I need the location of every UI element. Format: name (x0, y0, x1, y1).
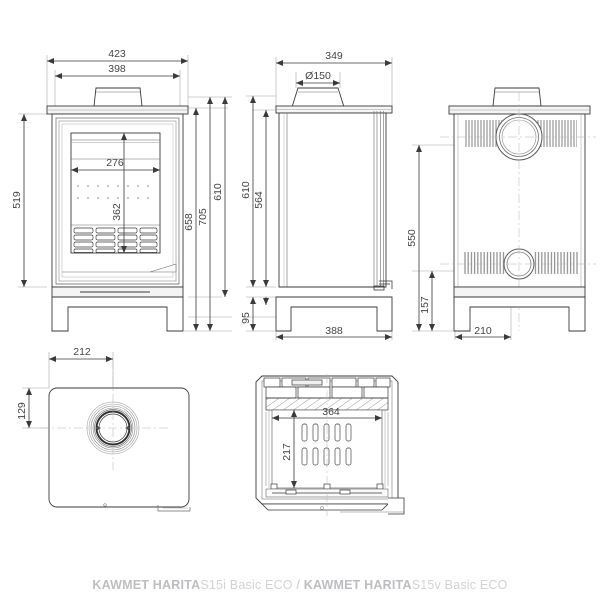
side-dim-388: 388 (276, 325, 392, 340)
dim-label-210: 210 (474, 325, 492, 337)
rear-dim-550: 550 (406, 145, 422, 331)
front-dim-519: 519 (11, 114, 27, 287)
side-dim-150: Ø150 (296, 70, 340, 86)
side-dim-610: 610 (240, 96, 256, 287)
dim-label-212: 212 (73, 346, 91, 358)
dim-label-95: 95 (240, 312, 252, 324)
top-dim-212: 212 (49, 346, 113, 362)
dim-label-610-front: 610 (212, 183, 224, 201)
top-view: 212 129 (16, 346, 191, 512)
dim-label-398: 398 (108, 63, 126, 75)
dim-label-564: 564 (253, 191, 265, 209)
front-dim-276: 276 (71, 157, 160, 173)
rear-dim-210: 210 (455, 325, 511, 340)
front-dim-362: 362 (111, 133, 127, 253)
dim-label-362: 362 (111, 203, 123, 221)
dim-label-705: 705 (197, 208, 209, 226)
front-dim-610: 610 (212, 97, 228, 297)
side-dim-564: 564 (253, 110, 269, 287)
side-dim-95: 95 (240, 297, 276, 332)
dim-label-349: 349 (325, 50, 343, 62)
caption-separator: / (292, 578, 304, 592)
side-view: 349 Ø150 (240, 50, 393, 340)
top-dim-129: 129 (16, 388, 32, 428)
front-dim-398: 398 (55, 63, 180, 79)
dim-label-150: Ø150 (305, 70, 331, 82)
dim-label-388: 388 (325, 325, 343, 337)
drawing-caption: KAWMET HARITAS15i Basic ECO / KAWMET HAR… (0, 578, 600, 592)
front-view: 423 398 (11, 48, 232, 332)
rear-dim-157: 157 (419, 271, 435, 331)
front-dim-705: 705 (197, 97, 213, 331)
dim-label-217: 217 (281, 443, 293, 461)
caption-brand-1: KAWMET HARITA (92, 578, 201, 592)
front-dim-423: 423 (47, 48, 188, 64)
dim-label-157: 157 (419, 296, 431, 314)
dim-label-423: 423 (108, 48, 126, 60)
front-dim-658: 658 (183, 108, 199, 331)
caption-model-1: S15i Basic ECO (200, 578, 293, 592)
dim-label-658: 658 (183, 213, 195, 231)
dim-label-364: 364 (322, 406, 340, 418)
side-dim-349: 349 (276, 50, 392, 66)
dim-label-519: 519 (11, 191, 23, 209)
detail-dim-217: 217 (281, 410, 297, 488)
rear-view: 550 157 210 (406, 87, 596, 340)
detail-dim-364: 364 (272, 406, 382, 421)
caption-model-2: S15v Basic ECO (411, 578, 508, 592)
dim-label-550: 550 (406, 229, 418, 247)
dim-label-276: 276 (106, 157, 124, 169)
dim-label-610-side: 610 (240, 181, 252, 199)
caption-brand-2: KAWMET HARITA (303, 578, 412, 592)
firebox-detail-view: 364 217 (255, 374, 405, 516)
dim-label-129: 129 (16, 402, 28, 420)
